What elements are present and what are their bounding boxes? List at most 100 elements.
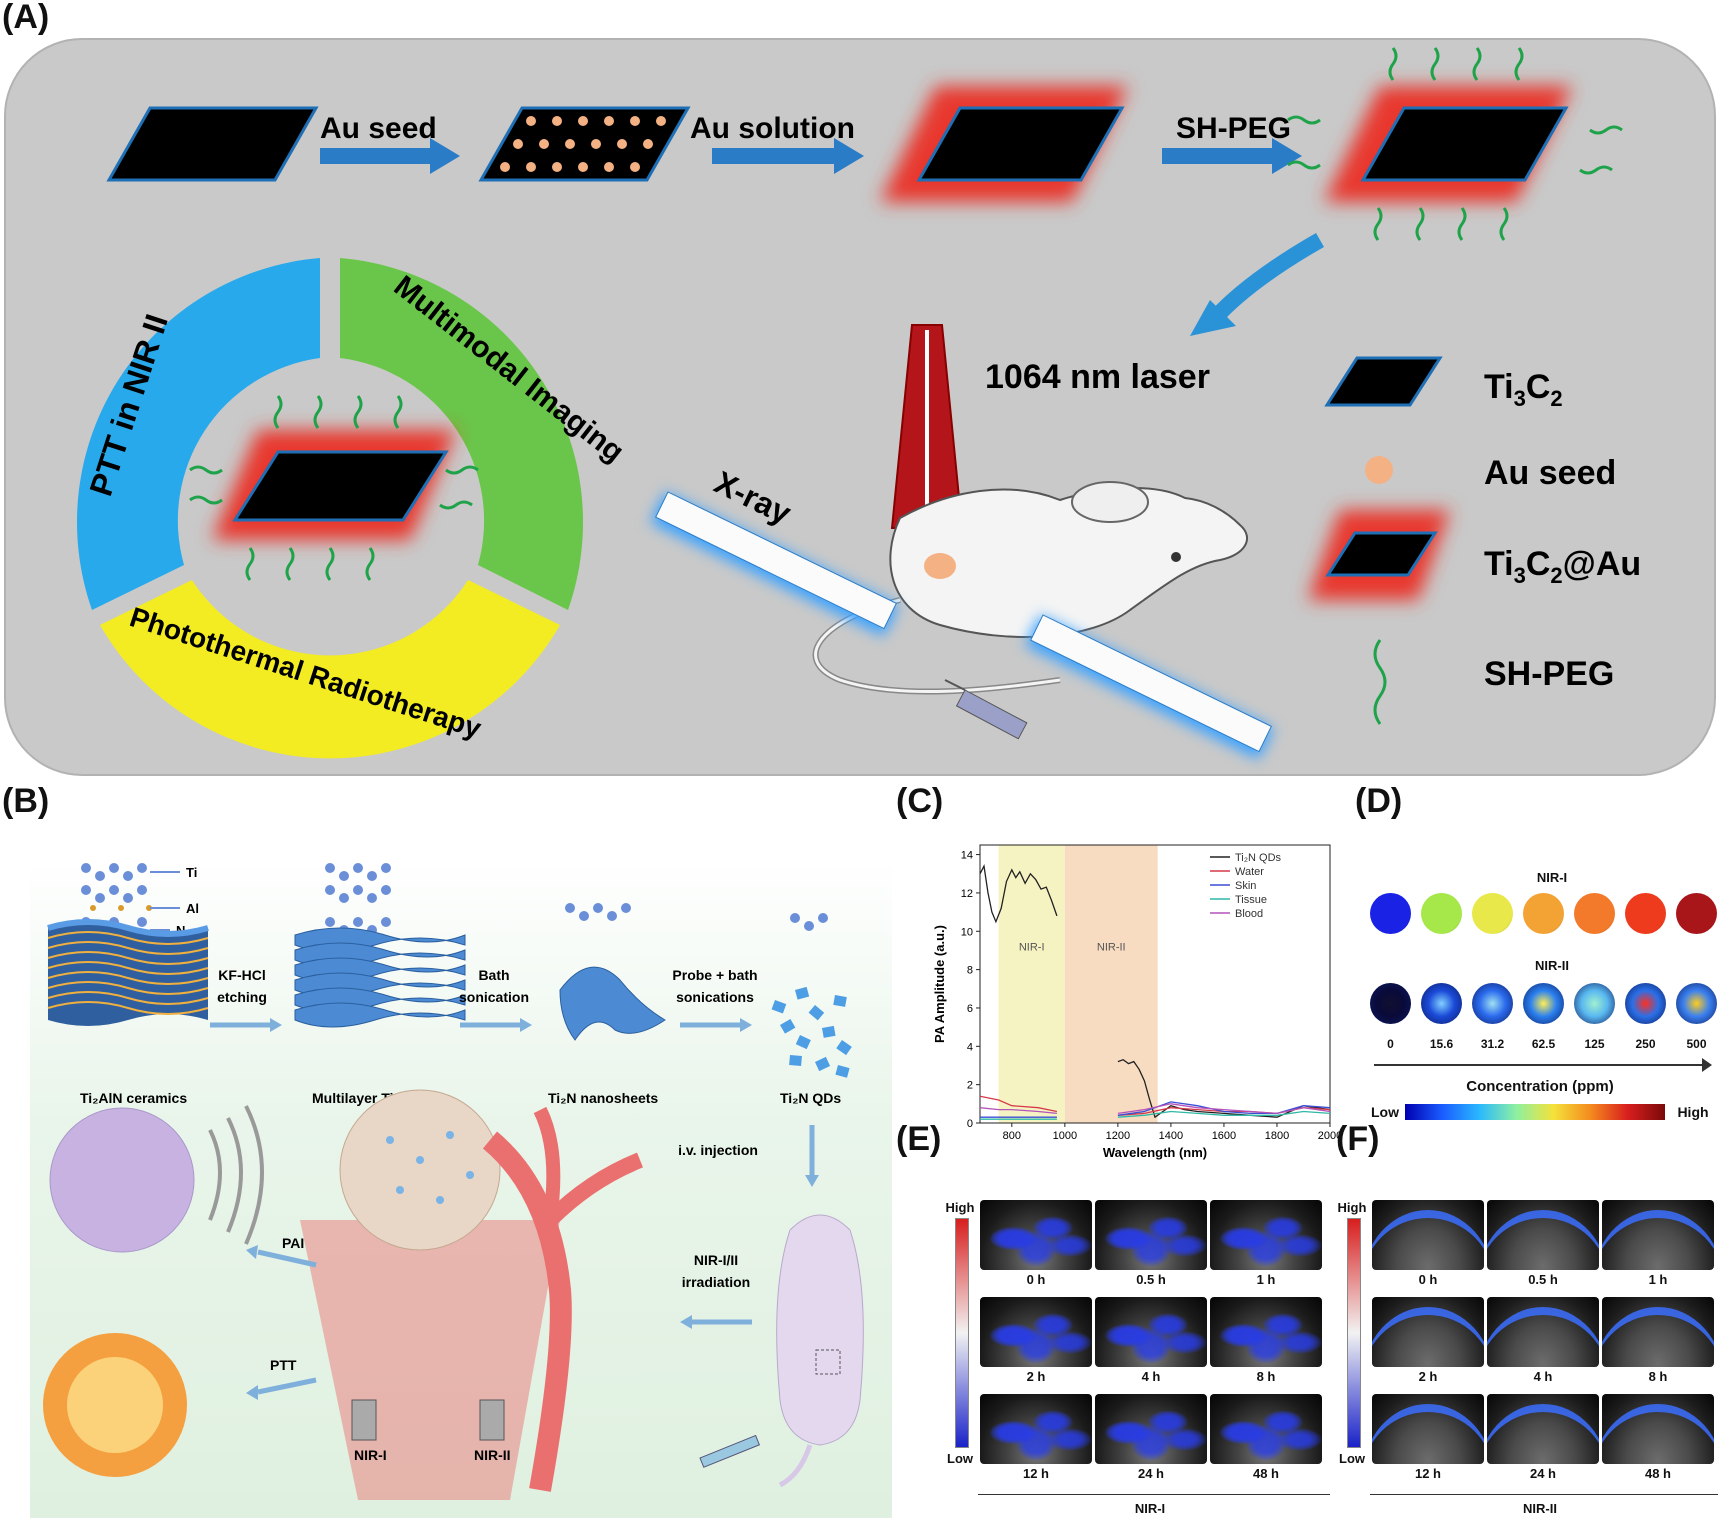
ring-center-particle	[189, 395, 479, 581]
f-footer-line	[1370, 1494, 1718, 1495]
ultrasound-image	[1095, 1394, 1207, 1464]
legend-swatch-sh-peg	[1373, 639, 1387, 725]
ultrasound-image	[1095, 1200, 1207, 1270]
y-tick-label-0: 0	[967, 1118, 973, 1130]
e-colorbar-high: High	[945, 1200, 975, 1215]
nir1-phantom	[1625, 893, 1666, 934]
process-label-bath-1: Bath	[478, 967, 509, 983]
multilayer-stack	[294, 927, 466, 1028]
panel-label-f: (F)	[1336, 1120, 1380, 1158]
x-tick-label-3: 1400	[1159, 1130, 1183, 1142]
ti3c2-sheet-1	[106, 106, 319, 182]
concentration-label: 250	[1635, 1037, 1656, 1051]
lattice-multilayer	[325, 863, 391, 935]
ti3c2-au-sheet-1	[880, 86, 1128, 202]
ultrasound-image	[1487, 1394, 1599, 1464]
f-colorbar-high: High	[1337, 1200, 1367, 1215]
series-line-4-1	[1117, 1103, 1331, 1115]
y-tick-label-5: 10	[961, 926, 973, 938]
laser-label: 1064 nm laser	[985, 358, 1210, 396]
concentration-label: 15.6	[1429, 1037, 1454, 1051]
timepoint-label: 0 h	[1026, 1272, 1046, 1287]
material-ti2aln: Ti₂AlN ceramics	[80, 1090, 187, 1106]
panel-label-b: (B)	[2, 782, 50, 820]
process-label-etching-1: KF-HCl	[218, 967, 265, 983]
timepoint-label: 8 h	[1648, 1369, 1668, 1384]
nude-mouse	[699, 1214, 864, 1488]
concentration-axis-label: Concentration (ppm)	[1466, 1078, 1614, 1095]
ultrasound-image	[1372, 1297, 1484, 1367]
nir2-phantom	[1574, 983, 1615, 1024]
pai-label: PAI	[282, 1235, 304, 1251]
pai-tumor	[49, 1105, 264, 1253]
series-line-4-0	[979, 1107, 1057, 1115]
quantum-dots	[771, 986, 852, 1078]
au-seed-dots	[500, 116, 666, 172]
ptt-label: PTT	[270, 1357, 297, 1373]
arrow-sh-peg	[1162, 138, 1302, 174]
concentration-label: 62.5	[1531, 1037, 1556, 1051]
band-0	[998, 845, 1065, 1123]
timepoint-label: 4 h	[1533, 1369, 1553, 1384]
legend-label-ti3c2: Ti3C2	[1484, 368, 1563, 411]
timepoint-label: 12 h	[1022, 1466, 1049, 1481]
nir1-phantom	[1472, 893, 1513, 934]
colorbar	[1405, 1104, 1665, 1120]
ultrasound-image	[1095, 1297, 1207, 1367]
nir2-phantom	[1676, 983, 1717, 1024]
ti3c2-seeded-sheet	[478, 106, 691, 182]
panel-a-diagram: Au seed Au solution SH-PEG	[76, 47, 1641, 760]
atom-label-al: Al	[186, 901, 199, 916]
arrow-au-solution	[712, 138, 864, 174]
series-line-0-0	[979, 864, 1058, 924]
irradiation-label-2: irradiation	[682, 1274, 750, 1290]
nir2-phantom	[1421, 983, 1462, 1024]
x-tick-label-0: 800	[1003, 1130, 1021, 1142]
e-footer-label: NIR-I	[1134, 1501, 1166, 1516]
lattice-nanosheet	[565, 903, 631, 921]
ring-segment-ptt	[76, 258, 320, 610]
ultrasound-image	[980, 1297, 1092, 1367]
legend-label-4: Blood	[1235, 908, 1263, 920]
nir1-phantom-row	[1370, 893, 1717, 935]
y-tick-label-3: 6	[967, 1003, 973, 1015]
nir2-phantom-row	[1370, 983, 1717, 1025]
nir2-phantom	[1472, 983, 1513, 1024]
e-colorbar	[955, 1218, 969, 1448]
timepoint-label: 4 h	[1141, 1369, 1161, 1384]
y-axis-label: PA Amplitude (a.u.)	[932, 925, 947, 1043]
legend-label-ti3c2-au: Ti3C2@Au	[1484, 545, 1641, 588]
nir1-phantom	[1523, 893, 1564, 934]
legend-label-sh-peg: SH-PEG	[1484, 655, 1614, 693]
y-tick-label-1: 2	[967, 1080, 973, 1092]
lattice-qd	[790, 913, 828, 931]
ultrasound-image	[1602, 1297, 1714, 1367]
series-line-1-0	[979, 1095, 1058, 1113]
colorbar-high-label: High	[1677, 1104, 1709, 1120]
nir1-phantom	[1421, 893, 1462, 934]
timepoint-label: 24 h	[1137, 1466, 1164, 1481]
f-colorbar	[1347, 1218, 1361, 1448]
step-label-au-seed: Au seed	[320, 112, 437, 145]
ti3c2-au-peg-sheet	[1287, 47, 1623, 241]
band-1	[1064, 845, 1158, 1123]
concentration-label: 0	[1387, 1037, 1394, 1051]
panel-label-d: (D)	[1355, 782, 1403, 820]
series-line-0-1	[1117, 1058, 1331, 1119]
legend-label-2: Skin	[1235, 880, 1256, 892]
y-tick-label-2: 4	[967, 1041, 973, 1053]
material-qds: Ti₂N QDs	[780, 1090, 841, 1106]
panel-label-c: (C)	[896, 782, 944, 820]
timepoint-label: 24 h	[1529, 1466, 1556, 1481]
x-tick-label-4: 1600	[1212, 1130, 1236, 1142]
timepoint-label: 48 h	[1252, 1466, 1279, 1481]
peg-chains	[1287, 47, 1623, 241]
nir1-phantom	[1370, 893, 1411, 934]
tumor-treatment	[300, 1089, 644, 1500]
timepoint-label: 2 h	[1026, 1369, 1046, 1384]
e-colorbar-low: Low	[947, 1451, 973, 1466]
x-tick-label-6: 2000	[1318, 1130, 1340, 1142]
ultrasound-image	[1487, 1297, 1599, 1367]
timepoint-label: 8 h	[1256, 1369, 1276, 1384]
ultrasound-image	[1210, 1200, 1322, 1270]
